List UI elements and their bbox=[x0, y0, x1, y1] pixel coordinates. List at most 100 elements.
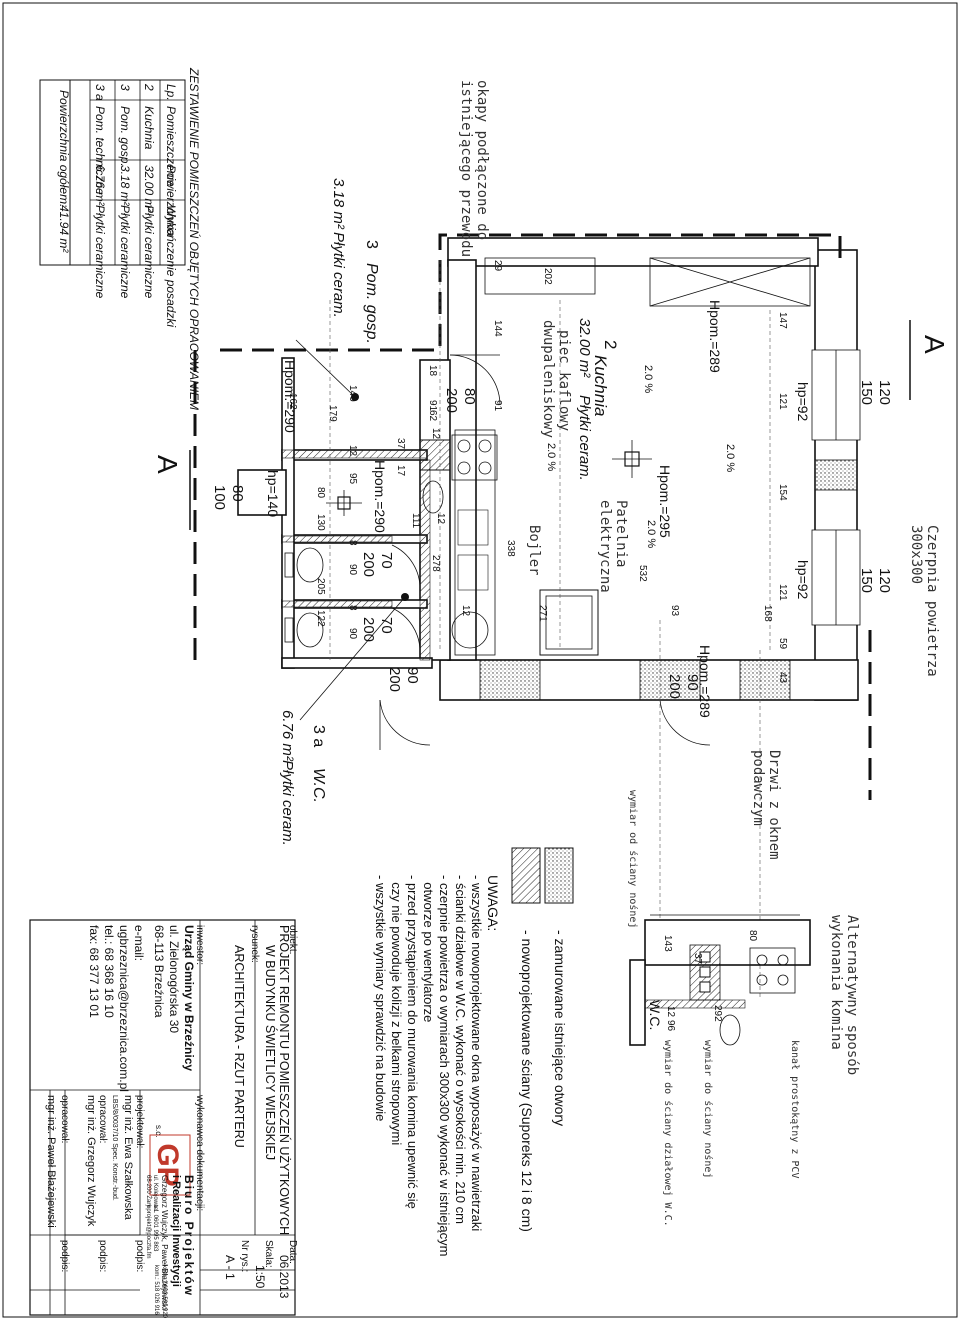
svg-text:12: 12 bbox=[430, 428, 441, 440]
svg-text:bprojekt@poczta.fm: bprojekt@poczta.fm bbox=[145, 1205, 151, 1258]
svg-text:100: 100 bbox=[211, 485, 228, 510]
svg-text:kanał prostokątny z PCV: kanał prostokątny z PCV bbox=[789, 1040, 800, 1178]
svg-text:6.76 m²: 6.76 m² bbox=[93, 165, 107, 207]
room-2-no: 2 bbox=[601, 340, 620, 349]
boiler-icon bbox=[451, 611, 489, 649]
svg-text:Pomieszczenie: Pomieszczenie bbox=[164, 106, 178, 187]
svg-text:Biuro Projektów: Biuro Projektów bbox=[182, 1175, 196, 1297]
company-logo: GP bbox=[149, 1134, 191, 1196]
svg-text:37: 37 bbox=[692, 953, 703, 965]
svg-text:90: 90 bbox=[347, 628, 358, 640]
svg-text:162: 162 bbox=[287, 393, 298, 410]
svg-text:95: 95 bbox=[347, 473, 358, 485]
height-label: hp=140 bbox=[265, 470, 281, 517]
svg-text:Powierzchnia: Powierzchnia bbox=[164, 165, 178, 237]
svg-text:wymiar do ściany działowej W.C: wymiar do ściany działowej W.C. bbox=[662, 1040, 674, 1227]
svg-text:Urząd Gminy w Brzeźnicy: Urząd Gminy w Brzeźnicy bbox=[182, 925, 196, 1071]
svg-text:fax: 68 377 13 01: fax: 68 377 13 01 bbox=[87, 925, 101, 1018]
svg-text:200: 200 bbox=[360, 617, 377, 642]
svg-text:rysunek:: rysunek: bbox=[249, 925, 260, 963]
svg-text:200: 200 bbox=[666, 674, 683, 699]
svg-text:ul. Zielonogórska 30: ul. Zielonogórska 30 bbox=[167, 925, 181, 1033]
svg-text:93: 93 bbox=[669, 605, 680, 617]
svg-text:80: 80 bbox=[461, 388, 478, 405]
svg-text:2.0 %: 2.0 % bbox=[642, 365, 654, 393]
height-label: Hpom.=289 bbox=[697, 645, 713, 718]
room-3-name: Pom. gosp. bbox=[363, 263, 380, 344]
svg-text:12: 12 bbox=[665, 1006, 676, 1018]
notes-title: UWAGA: bbox=[485, 875, 501, 931]
svg-text:inwestor:: inwestor: bbox=[194, 925, 205, 965]
stove-icon bbox=[451, 434, 498, 481]
svg-text:PROJEKT REMONTU POMIESZCZEŃ UŻ: PROJEKT REMONTU POMIESZCZEŃ UŻYTKOWYCH bbox=[277, 925, 292, 1235]
section-mark: A bbox=[919, 335, 950, 354]
svg-text:Pom. gosp.: Pom. gosp. bbox=[118, 106, 132, 167]
svg-text:Bojler: Bojler bbox=[526, 525, 542, 576]
svg-text:121: 121 bbox=[777, 393, 788, 410]
height-label: hp=92 bbox=[795, 382, 811, 422]
svg-text:ul. Kolejowa 1: ul. Kolejowa 1 bbox=[152, 1175, 158, 1213]
svg-text:obiekt:: obiekt: bbox=[287, 925, 298, 954]
svg-text:200: 200 bbox=[443, 388, 460, 413]
total-label: Powierzchnia ogółem: bbox=[57, 90, 71, 207]
range-hood bbox=[649, 257, 811, 307]
electric-pan-icon bbox=[539, 589, 599, 656]
svg-text:Nr rys.:: Nr rys.: bbox=[239, 1240, 250, 1272]
svg-text:06.2013: 06.2013 bbox=[277, 1255, 291, 1299]
svg-text:tel. 0601 995 863: tel. 0601 995 863 bbox=[152, 1205, 158, 1252]
svg-text:120: 120 bbox=[876, 568, 893, 593]
svg-text:wymiar do ściany nośnej: wymiar do ściany nośnej bbox=[702, 1040, 714, 1178]
svg-text:91: 91 bbox=[492, 400, 503, 412]
room-3a-name: W.C. bbox=[310, 768, 327, 803]
height-label: Hpom.=290 bbox=[372, 460, 388, 533]
svg-text:205: 205 bbox=[315, 578, 326, 595]
svg-text:e-mail:: e-mail: bbox=[132, 925, 146, 961]
toilet-icon bbox=[284, 612, 324, 648]
small-window-wall bbox=[237, 469, 287, 516]
room-3-no: 3 bbox=[363, 240, 380, 249]
svg-text:143: 143 bbox=[662, 935, 673, 952]
svg-text:- wszystkie wymiary sprawdzić: - wszystkie wymiary sprawdzić na budowie bbox=[373, 875, 388, 1121]
svg-text:ugbrzeznica@brzeznica.com.pl: ugbrzeznica@brzeznica.com.pl bbox=[117, 925, 131, 1092]
svg-text:62: 62 bbox=[427, 410, 438, 422]
svg-text:wykonania komina: wykonania komina bbox=[828, 915, 844, 1050]
ceiling-light-icon bbox=[612, 440, 652, 478]
svg-text:532: 532 bbox=[637, 565, 648, 582]
svg-text:2.0 %: 2.0 % bbox=[724, 444, 736, 472]
room3-bottom-wall bbox=[281, 657, 433, 669]
svg-text:130: 130 bbox=[315, 514, 326, 531]
svg-text:Płytki ceramiczne: Płytki ceramiczne bbox=[118, 205, 132, 299]
svg-text:piec kaflowy: piec kaflowy bbox=[556, 330, 572, 431]
svg-text:wykonawca dokumentacji:: wykonawca dokumentacji: bbox=[194, 1094, 205, 1211]
svg-text:2.0 %: 2.0 % bbox=[545, 443, 557, 471]
svg-text:dwupaleniskowy: dwupaleniskowy bbox=[540, 320, 556, 438]
legend-swatch-new bbox=[511, 847, 541, 904]
svg-text:121: 121 bbox=[777, 584, 788, 601]
svg-text:3 a: 3 a bbox=[93, 84, 107, 101]
svg-text:- ścianki działowe w W.C. wyko: - ścianki działowe w W.C. wykonać o wyso… bbox=[453, 875, 468, 1224]
svg-text:179: 179 bbox=[327, 405, 338, 422]
height-label: hp=92 bbox=[795, 560, 811, 600]
svg-text:tel.: 68 368 16 10: tel.: 68 368 16 10 bbox=[102, 925, 116, 1018]
drawing-title: ARCHITEKTURA - RZUT PARTERU bbox=[232, 945, 246, 1148]
svg-text:90: 90 bbox=[684, 674, 701, 691]
svg-text:3: 3 bbox=[118, 84, 132, 91]
svg-text:3.18 m²: 3.18 m² bbox=[118, 165, 132, 207]
svg-text:mgr inż. Paweł Błażejewski: mgr inż. Paweł Błażejewski bbox=[45, 1095, 57, 1228]
height-label: Hpom.=289 bbox=[707, 300, 723, 373]
exterior-wall-top bbox=[447, 237, 819, 267]
svg-text:80: 80 bbox=[229, 485, 246, 502]
svg-text:podawczym: podawczym bbox=[750, 750, 766, 826]
svg-text:Drzwi z oknem: Drzwi z oknem bbox=[766, 750, 782, 860]
svg-text:37: 37 bbox=[395, 438, 406, 450]
svg-text:147: 147 bbox=[777, 312, 788, 329]
svg-text:Data:: Data: bbox=[287, 1240, 298, 1264]
svg-text:Skala:: Skala: bbox=[263, 1240, 274, 1268]
svg-text:- przed przystąpieniem do muro: - przed przystąpieniem do murowania komi… bbox=[405, 875, 420, 1209]
svg-text:projektował:: projektował: bbox=[134, 1095, 145, 1148]
svg-text:Płytki ceramiczne: Płytki ceramiczne bbox=[93, 205, 107, 299]
svg-text:90: 90 bbox=[404, 667, 421, 684]
room-3a-finish: Płytki ceram. bbox=[279, 760, 296, 846]
svg-text:LBS/8/0037/10 Spec. Konstr.-bu: LBS/8/0037/10 Spec. Konstr.-bud. bbox=[111, 1095, 118, 1201]
